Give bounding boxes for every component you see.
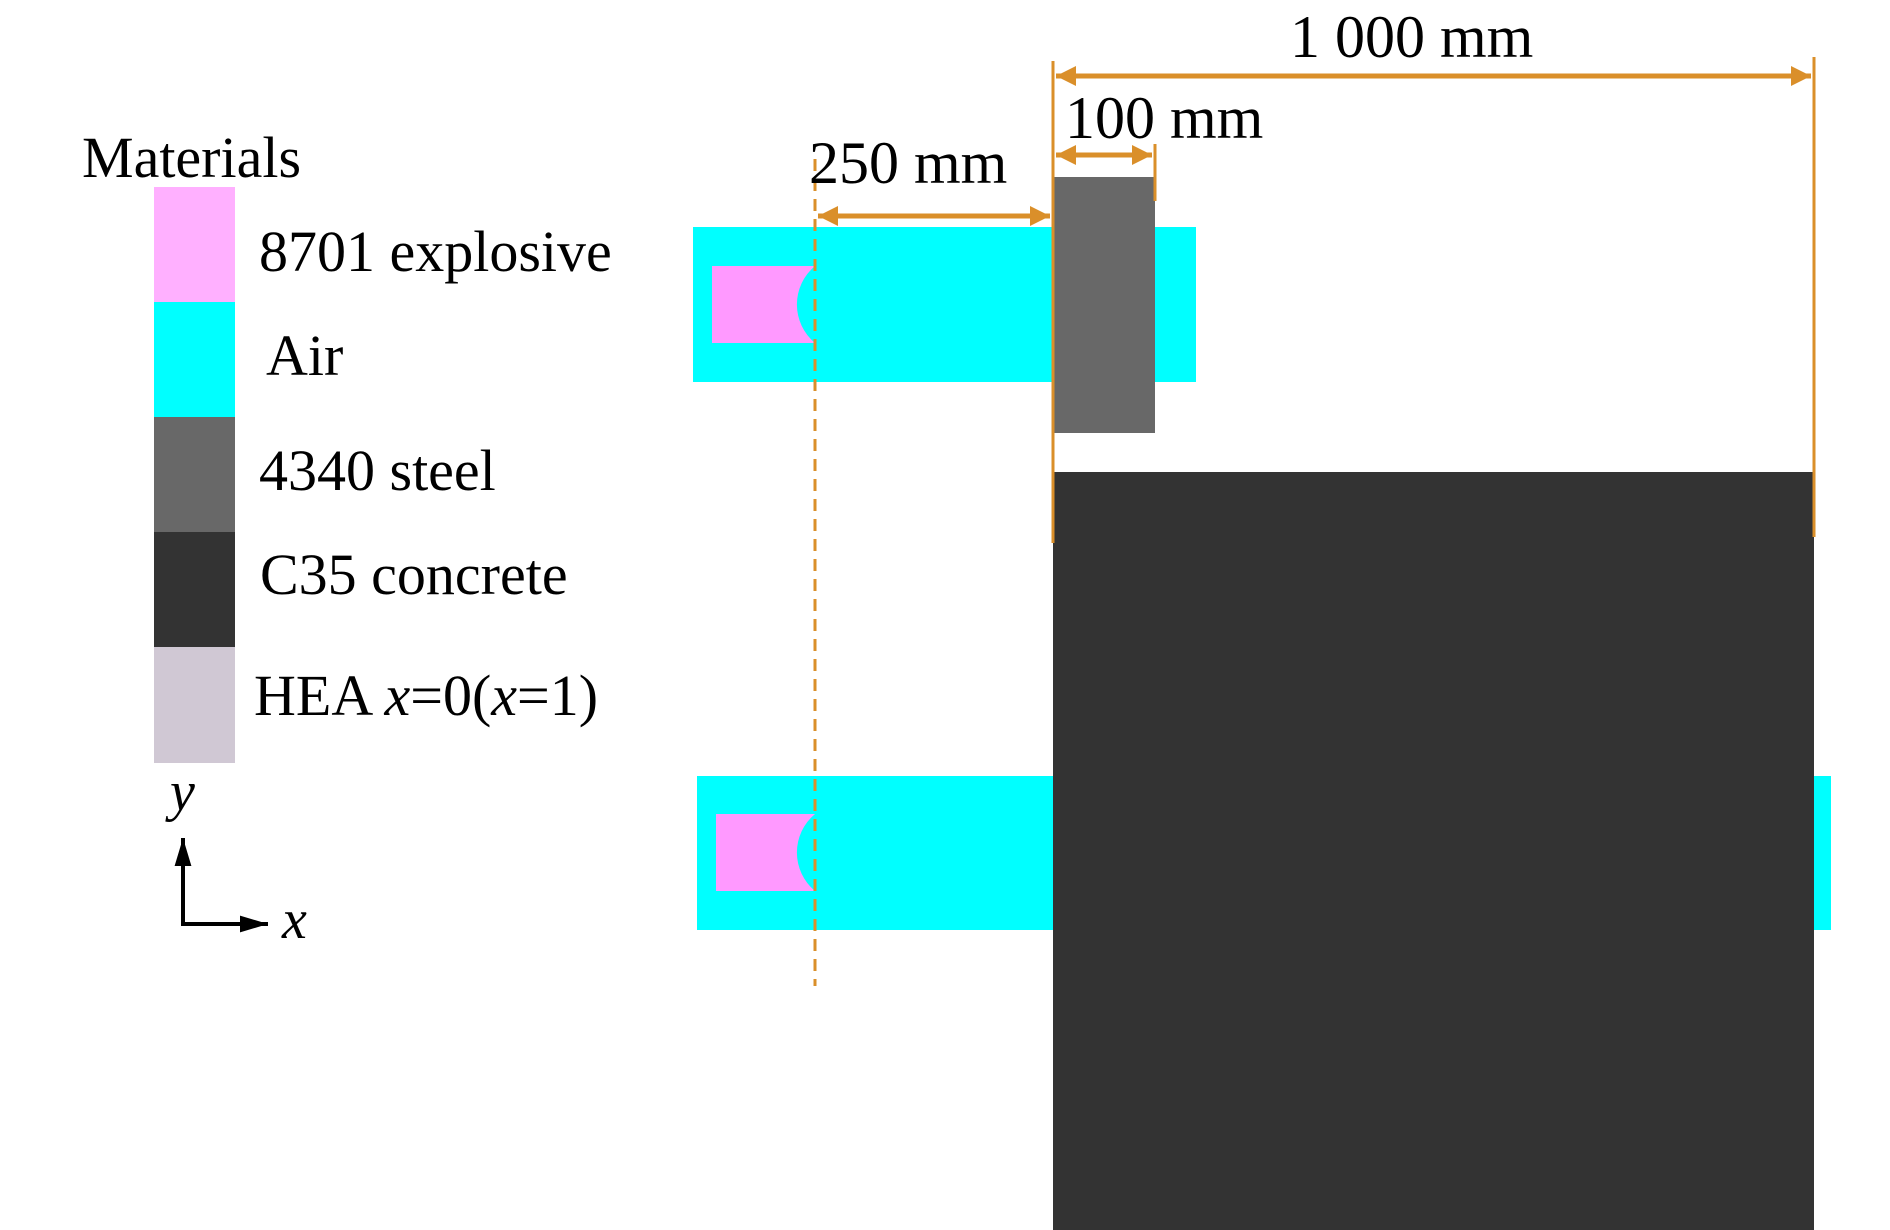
dimension-label-standoff: 250 mm <box>809 130 1007 196</box>
legend-swatch-steel <box>154 417 235 533</box>
legend-label-steel: 4340 steel <box>259 438 496 503</box>
legend-label-hea: HEA x=0(x=1) <box>254 663 598 728</box>
dimension-lines <box>813 57 1816 986</box>
legend-swatch-air <box>154 302 235 418</box>
x-axis-label: x <box>281 889 307 951</box>
legend-swatch-explosive <box>154 187 235 303</box>
legend-label-air: Air <box>266 323 343 388</box>
legend-label-explosive: 8701 explosive <box>259 219 612 284</box>
shaped-charge-explosive-top <box>712 266 815 343</box>
concrete-target <box>1053 472 1814 1230</box>
legend-title: Materials <box>82 125 301 190</box>
dimension-label-total: 1 000 mm <box>1290 4 1533 70</box>
steel-plate <box>1053 177 1155 433</box>
y-axis-label: y <box>165 761 195 823</box>
legend-swatch-hea <box>154 647 235 763</box>
air-domain-bottom-right <box>1814 776 1831 930</box>
coordinate-axes-icon <box>174 838 268 933</box>
shaped-charge-explosive-bottom <box>716 814 815 891</box>
dimension-label-plate: 100 mm <box>1065 85 1263 151</box>
legend-label-concrete: C35 concrete <box>260 542 568 607</box>
legend-swatch-concrete <box>154 532 235 648</box>
